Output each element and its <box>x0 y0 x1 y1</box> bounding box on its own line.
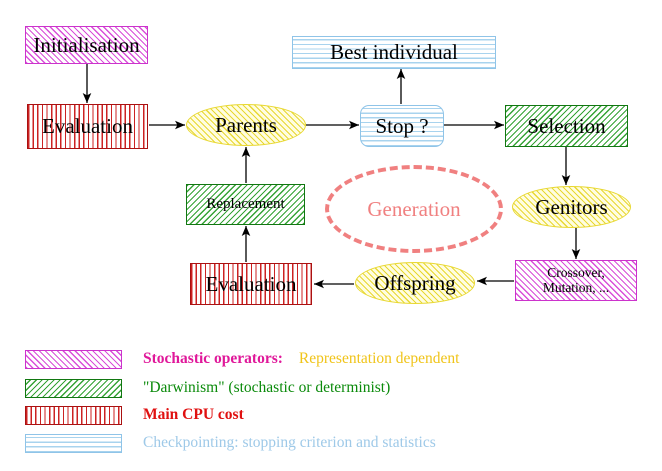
node-operators[interactable]: Crossover, Mutation, ... <box>515 260 637 301</box>
node-offspring-label: Offspring <box>374 270 456 295</box>
legend-label-darwinism: "Darwinism" (stochastic or determinist) <box>143 379 391 396</box>
legend-row-checkpointing: Checkpointing: stopping criterion and st… <box>0 430 662 456</box>
node-selection-label: Selection <box>527 113 606 138</box>
legend-label-stochastic-text2: Representation dependent <box>298 350 460 367</box>
node-evaluation-bottom-label: Evaluation <box>205 271 297 296</box>
node-offspring[interactable]: Offspring <box>355 262 475 304</box>
node-stop-label: Stop ? <box>375 113 429 138</box>
node-operators-label-line1: Crossover, <box>547 265 605 281</box>
node-replacement[interactable]: Replacement <box>186 184 305 225</box>
node-genitors-label: Genitors <box>535 194 608 219</box>
node-evaluation-top[interactable]: Evaluation <box>27 104 148 149</box>
legend-label-stochastic-text: Stochastic operators: <box>143 350 283 367</box>
node-evaluation-bottom[interactable]: Evaluation <box>190 263 312 305</box>
legend-row-cpu-cost: Main CPU cost <box>0 402 662 428</box>
node-initialisation[interactable]: Initialisation <box>25 26 148 64</box>
legend-label-checkpointing: Checkpointing: stopping criterion and st… <box>143 434 436 451</box>
legend-row-stochastic: Stochastic operators: Representation depe… <box>0 346 662 372</box>
legend-label-cpu-cost: Main CPU cost <box>143 406 244 423</box>
node-initialisation-label: Initialisation <box>33 32 140 57</box>
node-parents[interactable]: Parents <box>186 104 306 146</box>
legend: Stochastic operators: Representation depe… <box>0 340 662 460</box>
legend-swatch-blue-horizontal <box>25 433 122 453</box>
node-generation-label: Generation <box>367 196 461 221</box>
legend-swatch-green-hatch <box>25 378 122 398</box>
node-stop[interactable]: Stop ? <box>360 105 444 147</box>
legend-swatch-red-vertical <box>25 405 122 425</box>
node-generation: Generation <box>325 165 503 253</box>
legend-label-stochastic: Stochastic operators: Representation depe… <box>143 350 459 368</box>
legend-row-darwinism: "Darwinism" (stochastic or determinist) <box>0 375 662 401</box>
node-best-individual[interactable]: Best individual <box>292 36 496 69</box>
node-replacement-label: Replacement <box>206 195 285 212</box>
node-best-individual-label: Best individual <box>330 40 458 65</box>
node-evaluation-top-label: Evaluation <box>42 114 133 139</box>
node-selection[interactable]: Selection <box>505 105 628 147</box>
node-operators-label-line2: Mutation, ... <box>542 279 610 295</box>
node-genitors[interactable]: Genitors <box>512 186 631 228</box>
legend-swatch-magenta-hatch <box>25 349 122 369</box>
node-parents-label: Parents <box>215 112 277 137</box>
